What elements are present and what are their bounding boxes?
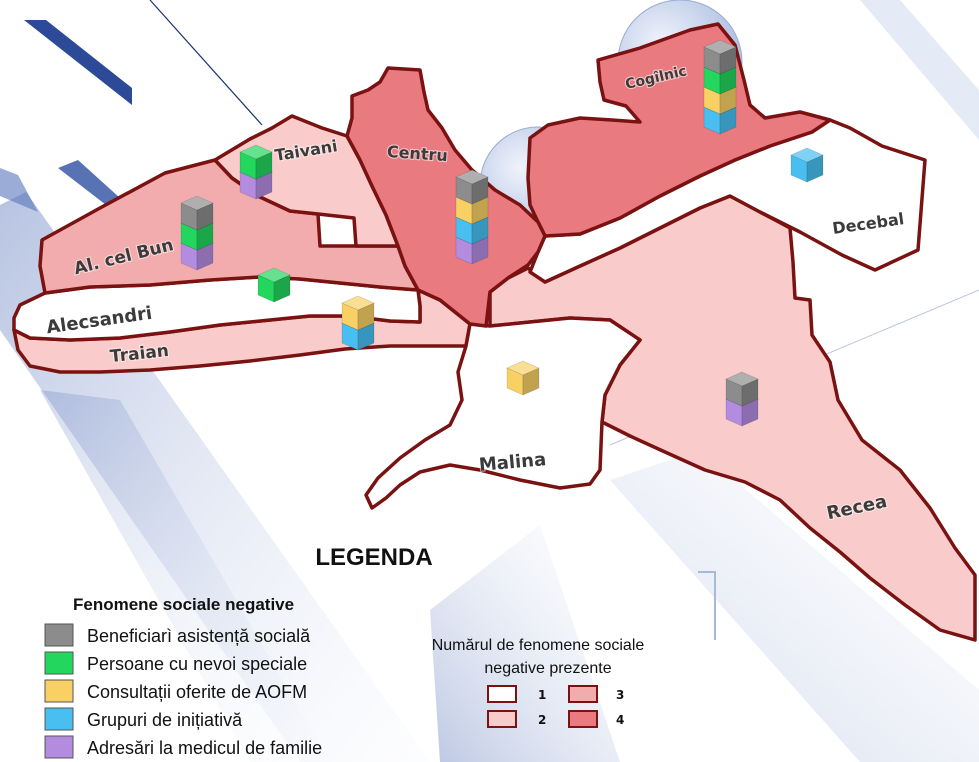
legend-level-swatch [487,710,517,728]
legend-item-label: Grupuri de inițiativă [87,710,243,730]
legend-level-label: 2 [538,713,546,727]
background-stripe [58,160,120,208]
district-centru[interactable] [345,66,547,328]
district-malina[interactable] [364,316,642,510]
cube-social-assistance [180,195,214,231]
legend-swatch-green [44,651,74,675]
phenomena-cubes [180,39,824,427]
cube-special-needs [257,267,291,303]
background-stripe [610,450,979,762]
cube-stack [725,371,759,427]
background-stripe [24,20,132,105]
cube-stack [239,144,273,200]
district-label-centru: Centru [386,142,448,165]
legend-title: LEGENDA [315,544,432,571]
legend: LEGENDA Fenomene sociale negative Benefi… [44,544,645,759]
cube-stack [180,195,214,271]
districts [12,22,977,642]
cube-stack [341,295,375,351]
cube-aofm-consultations [506,360,540,396]
background-stripe [40,390,330,762]
legend-count-title: Numărul de fenomene sociale [432,637,645,654]
cube-stack [257,267,291,303]
legend-level-swatch [487,685,517,703]
legend-item-label: Adresări la medicul de familie [87,738,322,758]
legend-level-swatch [568,685,598,703]
cube-social-assistance [703,39,737,75]
background-line [698,571,716,640]
legend-swatch-yellow [44,679,74,703]
cube-special-needs [239,144,273,180]
legend-item-label: Consultații oferite de AOFM [87,682,307,702]
legend-level-label: 4 [616,713,624,727]
legend-count-title: negative prezente [484,660,611,677]
legend-level-label: 1 [538,688,546,702]
legend-swatch-blue [44,707,74,731]
legend-swatch-gray [44,623,74,647]
cube-social-assistance [455,169,489,205]
cube-stack [790,147,824,183]
legend-item-label: Persoane cu nevoi speciale [87,654,307,674]
cube-initiative-groups [790,147,824,183]
background-stripe [0,168,38,212]
cube-stack [703,39,737,135]
legend-phenomena-title: Fenomene sociale negative [73,595,294,614]
background-stripe [860,0,979,140]
legend-swatch-purple [44,735,74,759]
legend-item-label: Beneficiarì asistență socială [87,626,311,646]
district-cogilnic[interactable] [526,22,832,238]
background-line [149,0,263,126]
cube-stack [506,360,540,396]
cube-stack [455,169,489,265]
legend-level-label: 3 [616,688,624,702]
cube-social-assistance [725,371,759,407]
cube-aofm-consultations [341,295,375,331]
legend-level-swatch [568,710,598,728]
